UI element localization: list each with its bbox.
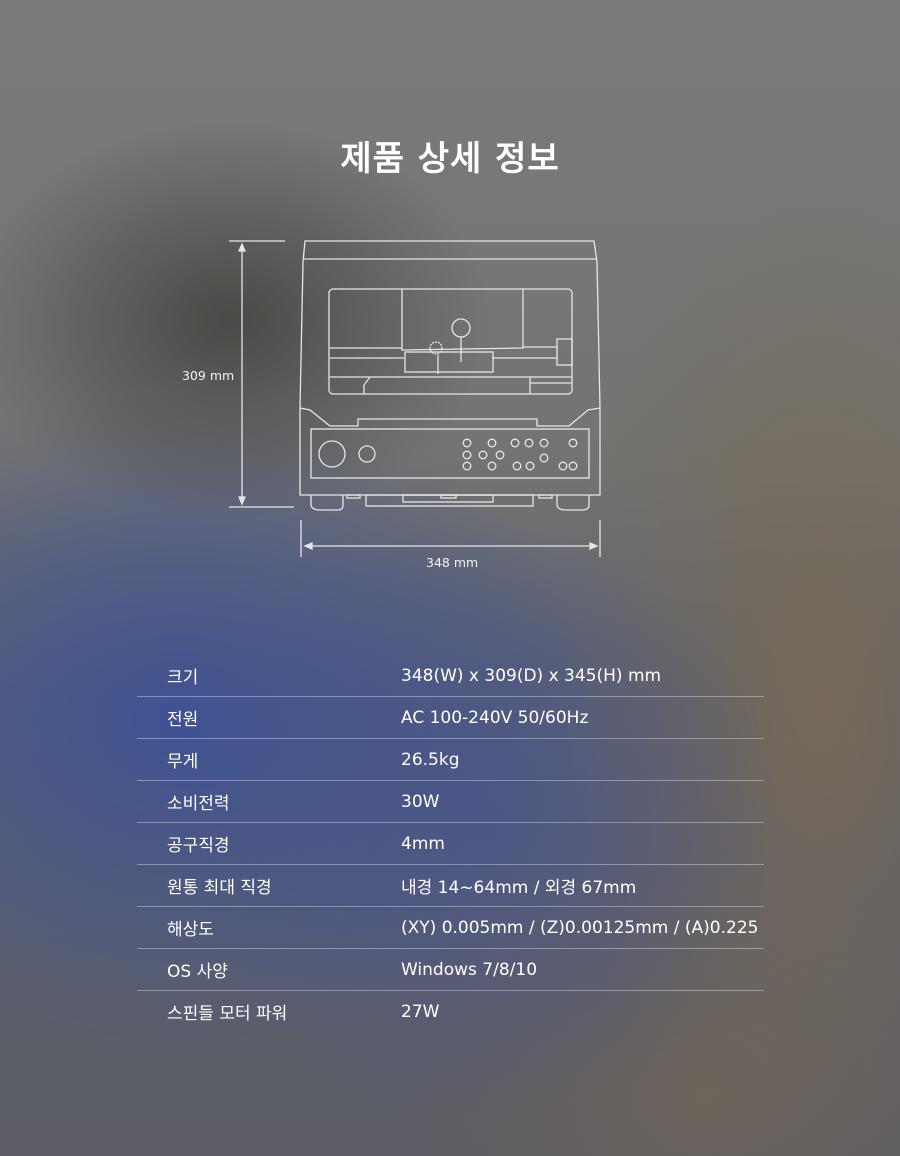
spec-row-spindle-power: 스핀들 모터 파워 27W	[137, 991, 764, 1032]
spec-row-consumption: 소비전력 30W	[137, 781, 764, 823]
spec-label: OS 사양	[167, 962, 228, 982]
spec-value: 4mm	[401, 833, 445, 854]
control-buttons	[462, 438, 578, 471]
spec-label: 소비전력	[167, 794, 230, 814]
spec-value: Windows 7/8/10	[401, 959, 538, 980]
spec-row-cylinder-diameter: 원통 최대 직경 내경 14~64mm / 외경 67mm	[137, 865, 764, 907]
spec-value: (XY) 0.005mm / (Z)0.00125mm / (A)0.225	[401, 917, 759, 938]
spec-label: 무게	[167, 752, 199, 772]
spec-label: 전원	[167, 710, 199, 730]
spec-label: 해상도	[167, 920, 214, 940]
machine-outline	[299, 240, 601, 511]
spec-label: 크기	[167, 668, 199, 688]
spec-value: 348(W) x 309(D) x 345(H) mm	[401, 665, 662, 686]
spec-row-os: OS 사양 Windows 7/8/10	[137, 949, 764, 991]
spec-row-tool-diameter: 공구직경 4mm	[137, 823, 764, 865]
spec-row-weight: 무게 26.5kg	[137, 739, 764, 781]
spec-row-power: 전원 AC 100-240V 50/60Hz	[137, 697, 764, 739]
spec-row-size: 크기 348(W) x 309(D) x 345(H) mm	[137, 655, 764, 697]
spec-label: 공구직경	[167, 836, 230, 856]
depth-label: 309 mm	[182, 368, 235, 383]
spec-value: AC 100-240V 50/60Hz	[401, 707, 589, 728]
spec-table: 크기 348(W) x 309(D) x 345(H) mm 전원 AC 100-2…	[137, 655, 764, 1032]
page-title: 제품 상세 정보	[340, 138, 560, 179]
spec-value: 30W	[401, 791, 440, 812]
spec-value: 27W	[401, 1001, 440, 1022]
width-dimension-line	[300, 520, 601, 557]
spec-label: 원통 최대 직경	[167, 878, 272, 898]
machine-dimension-diagram	[229, 240, 601, 557]
depth-dimension-line	[229, 240, 294, 508]
spec-value: 내경 14~64mm / 외경 67mm	[401, 878, 637, 898]
width-label: 348 mm	[426, 555, 479, 570]
spec-label: 스핀들 모터 파워	[167, 1004, 288, 1024]
spec-row-resolution: 해상도 (XY) 0.005mm / (Z)0.00125mm / (A)0.22…	[137, 907, 764, 949]
spec-value: 26.5kg	[401, 749, 460, 770]
